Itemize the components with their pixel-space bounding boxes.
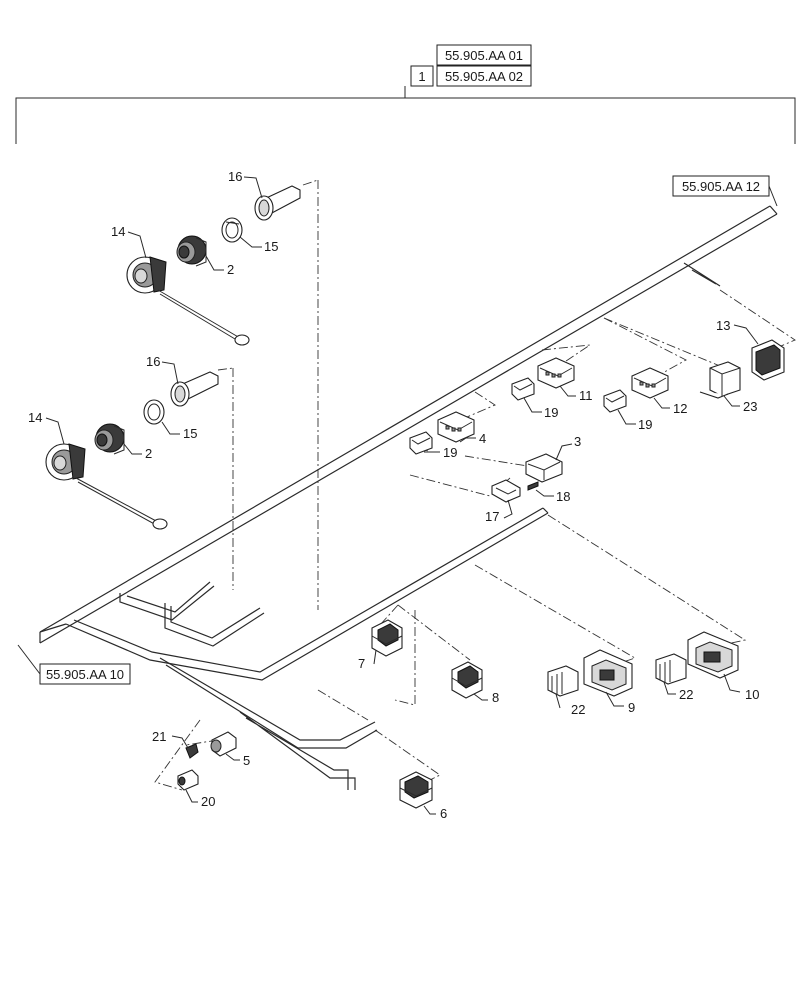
- lock-22-a[interactable]: [547, 665, 579, 697]
- bracket-23[interactable]: [699, 361, 741, 399]
- callout-16b[interactable]: 16: [146, 354, 160, 369]
- callout-15b[interactable]: 15: [183, 426, 197, 441]
- connector-12[interactable]: [631, 367, 669, 399]
- connector-5[interactable]: [210, 731, 237, 757]
- ref-left-text: 55.905.AA 10: [46, 667, 124, 682]
- callout-11[interactable]: 11: [579, 388, 593, 403]
- ref-box-right[interactable]: 55.905.AA 12: [672, 175, 778, 207]
- connector-20[interactable]: [177, 769, 199, 791]
- item-number-box[interactable]: [410, 65, 434, 87]
- left-stub: [39, 623, 67, 633]
- connector-13[interactable]: [751, 339, 785, 381]
- callout-3[interactable]: 3: [574, 434, 581, 449]
- socket-assembly-upper[interactable]: [126, 185, 301, 346]
- header-references: 55.905.AA 01 55.905.AA 02 1: [410, 44, 532, 87]
- callout-20[interactable]: 20: [201, 794, 215, 809]
- ring-15-upper: [221, 217, 243, 243]
- callout-22b[interactable]: 22: [679, 687, 693, 702]
- terminal-21[interactable]: [185, 743, 199, 759]
- branch-to-sockets-a: [119, 581, 215, 621]
- callouts: 16 15 2 14 16 15 2 14 13 23 11 12 19 19 …: [28, 169, 759, 821]
- lower-branch: [159, 657, 378, 749]
- connector-10[interactable]: [687, 631, 739, 679]
- callout-22a[interactable]: 22: [571, 702, 585, 717]
- callout-14b[interactable]: 14: [28, 410, 42, 425]
- boot-16-upper: [254, 185, 301, 221]
- branch-to-13: [683, 262, 721, 287]
- callout-13[interactable]: 13: [716, 318, 730, 333]
- callout-7[interactable]: 7: [358, 656, 365, 671]
- main-trunk: [39, 205, 778, 644]
- sec-end-cap: [542, 507, 549, 514]
- assembly-bracket: [15, 86, 796, 144]
- ref-box-bottom[interactable]: [436, 65, 532, 87]
- ref-bottom-text: 55.905.AA 02: [445, 69, 523, 84]
- callout-19c[interactable]: 19: [443, 445, 457, 460]
- seal-19-b[interactable]: [603, 389, 627, 413]
- trunk-end-cap-right: [769, 205, 778, 215]
- seal-19-a[interactable]: [511, 377, 535, 401]
- callout-21[interactable]: 21: [152, 729, 166, 744]
- lower-drop: [239, 711, 356, 790]
- callout-8[interactable]: 8: [492, 690, 499, 705]
- connector-3[interactable]: [525, 453, 563, 483]
- seal-19-c[interactable]: [409, 431, 433, 455]
- connector-9[interactable]: [583, 649, 633, 697]
- connector-7[interactable]: [371, 619, 403, 657]
- callout-5[interactable]: 5: [243, 753, 250, 768]
- callout-2a[interactable]: 2: [227, 262, 234, 277]
- boot-16-lower: [170, 371, 219, 407]
- callout-15a[interactable]: 15: [264, 239, 278, 254]
- harness-main: [39, 205, 778, 790]
- callout-18[interactable]: 18: [556, 489, 570, 504]
- callout-6[interactable]: 6: [440, 806, 447, 821]
- lock-22-b[interactable]: [655, 653, 687, 685]
- cap-14-lower: [45, 443, 168, 530]
- callout-9[interactable]: 9: [628, 700, 635, 715]
- callout-2b[interactable]: 2: [145, 446, 152, 461]
- branch-to-sockets-b: [164, 603, 265, 647]
- ref-right-text: 55.905.AA 12: [682, 179, 760, 194]
- callout-23[interactable]: 23: [743, 399, 757, 414]
- connector-11[interactable]: [537, 357, 575, 389]
- callout-14a[interactable]: 14: [111, 224, 125, 239]
- lock-17[interactable]: [491, 479, 521, 503]
- receptacle-2-upper: [176, 235, 207, 267]
- leader-lines: [154, 179, 796, 791]
- item-number-text: 1: [418, 69, 425, 84]
- callout-4[interactable]: 4: [479, 431, 486, 446]
- secondary-trunk: [65, 507, 549, 681]
- receptacle-2-lower: [94, 423, 125, 455]
- ref-box-top[interactable]: [436, 44, 532, 66]
- callout-12[interactable]: 12: [673, 401, 687, 416]
- connector-8[interactable]: [451, 661, 483, 699]
- connector-6[interactable]: [399, 771, 433, 809]
- connector-4[interactable]: [437, 411, 475, 443]
- pin-18[interactable]: [527, 481, 539, 491]
- callout-19a[interactable]: 19: [544, 405, 558, 420]
- callout-16a[interactable]: 16: [228, 169, 242, 184]
- ring-15-lower: [143, 399, 165, 425]
- cap-14-upper: [126, 256, 250, 346]
- ref-box-left[interactable]: 55.905.AA 10: [17, 644, 131, 685]
- ref-top-text: 55.905.AA 01: [445, 48, 523, 63]
- callout-17[interactable]: 17: [485, 509, 499, 524]
- callout-19b[interactable]: 19: [638, 417, 652, 432]
- socket-assembly-lower[interactable]: [45, 371, 219, 530]
- callout-10[interactable]: 10: [745, 687, 759, 702]
